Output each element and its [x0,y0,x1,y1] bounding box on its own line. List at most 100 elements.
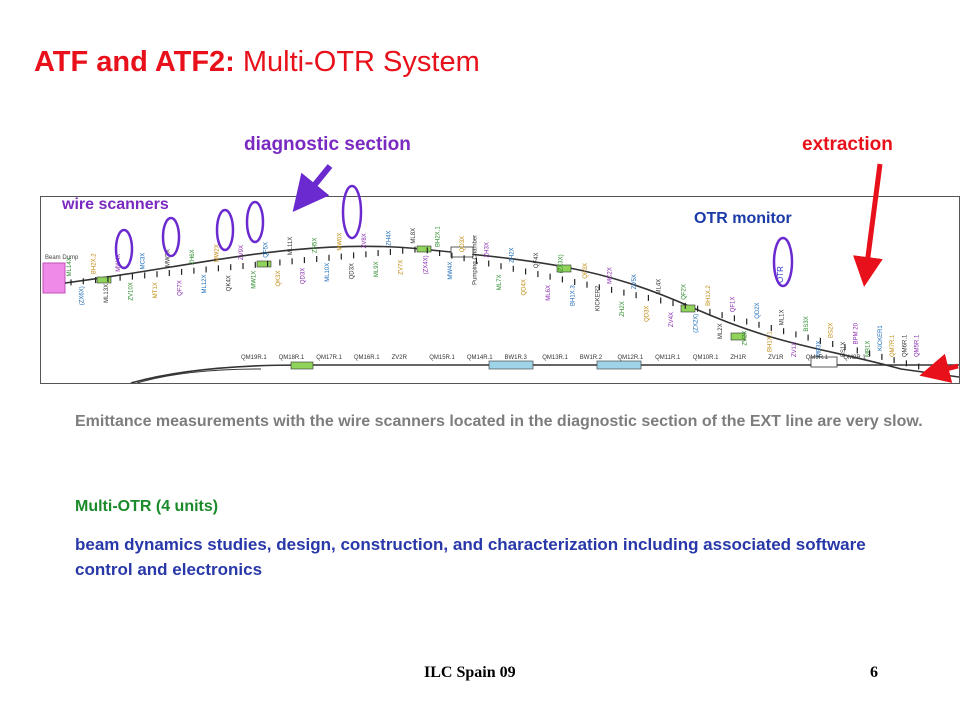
element-tag: QD3X [300,268,306,284]
element-tag: ML10X [325,263,331,282]
element-tag: ZV4X [669,312,675,327]
element-tag: BPM 20 [853,322,859,344]
arrow-diagnostic-icon [292,164,333,212]
element-tag: BH2X.1 [436,226,442,247]
ring-element-tag: QM19R.1 [241,355,267,361]
slide-title: ATF and ATF2: Multi-OTR System [34,46,480,79]
element-tag: ML4X [657,279,663,295]
element-tag: (ZX2X) [694,314,700,333]
bend-magnet [556,264,572,273]
bend-magnet [680,304,696,313]
label-otr-monitor: OTR monitor [694,210,792,227]
element-tag: ML2X [718,323,724,339]
ring-element-tag: BW1R.2 [580,355,603,361]
element-tag: BH1X.1 [767,331,773,352]
element-tag: QD2X [755,302,761,318]
ring-element-tag: QM14R.1 [467,355,493,361]
element-tag: QM5R.1 [915,334,921,357]
element-tag: ML8X [411,228,417,244]
lower-element-tags: QM19R.1 QM18R.1 QM17R.1 QM16R.1 ZV2R QM15R.1 Q… [241,355,866,361]
ring-wiggler [596,360,642,370]
label-wire-scanners: wire scanners [62,196,169,213]
ring-element-tag: QM12R.1 [618,355,644,361]
beam-dynamics-text: beam dynamics studies, design, construct… [75,535,866,579]
element-tag: BH1X.2 [706,285,712,306]
element-tag: MW3X [165,249,171,267]
element-tag: ML7X [497,275,503,291]
ring-element-tag: ZH1R [730,355,746,361]
extraction-beamline [64,245,959,378]
element-tag: QK3X [276,270,282,286]
element-tag: QF3X [583,263,589,279]
ring-element-tag: QM15R.1 [429,355,455,361]
title-bold: ATF and ATF2: [34,46,235,78]
element-tag: (ZX6X) [79,286,85,305]
element-tag: ZV10X [128,282,134,300]
element-tag: ZV1X [792,342,798,357]
ring-element-tag: BW1R.3 [505,355,528,361]
ring-element-tag: ZV2R [392,355,408,361]
element-tag: Pumping Chamber [472,235,478,285]
ring-element-tag: QM8R.1 [843,355,866,361]
ring-element-tag: ZV1R [768,355,784,361]
ring-wiggler [488,360,534,370]
element-tag: ZH2X [620,301,626,316]
beam-dump-label: Beam Dump [45,255,79,261]
element-tag: BS2X [829,323,835,338]
element-tag: ML14X [67,257,73,276]
element-tag: QF5X [264,242,270,258]
ring-element-tag: QM18R.1 [279,355,305,361]
element-tag: KICKER2 [595,285,601,311]
bend-magnet [256,260,272,268]
element-tag: ZH6X [190,249,196,264]
ring-element-tag: QM17R.1 [316,355,342,361]
element-tag: ML6X [546,285,552,301]
element-tag: MW4X [448,262,454,280]
element-tag: ZH4X [386,231,392,246]
bend-magnet [96,276,112,284]
element-tag: QF7X [178,280,184,296]
element-tag: QF4X [534,252,540,268]
element-tag: ML1X [780,310,786,326]
element-tag: BS3X [804,316,810,331]
element-tag: QD3X [460,236,466,252]
ring-element-tag: QM9R.1 [806,355,829,361]
element-tag: MW0X [337,233,343,251]
element-tag: MT1X [153,282,159,298]
element-tag: ZV5X [632,274,638,289]
element-tag: BH2X.2 [92,253,98,274]
element-tag: MC3X [141,253,147,270]
title-rest: Multi-OTR System [234,46,480,78]
element-tag: MW1X [251,271,257,289]
element-tag: (ZX4X) [423,255,429,274]
footer-conference: ILC Spain 09 [424,664,516,681]
element-tag: BH1X.3 [571,285,577,306]
element-tag: QK4X [227,275,233,291]
element-tag: QD3X [644,306,650,322]
element-tag: ZV8X [362,233,368,248]
label-extraction: extraction [802,134,893,155]
ring-element-tag: QM16R.1 [354,355,380,361]
element-tag: ZV2X [743,331,749,346]
element-tag: MC2X [608,267,614,284]
element-tag: QF1X [730,297,736,313]
element-tag: ML13X [104,284,110,303]
pumping-chamber [450,246,474,258]
otr-tag: OTR [776,266,785,283]
ring-magnet [290,361,314,370]
ring-element-tag: QM11R.1 [655,355,681,361]
element-tag: ML9X [374,261,380,277]
element-tag: ZH5X [313,238,319,253]
element-tag: QD4X [522,279,528,295]
element-tag: ZV9X [239,245,245,260]
ring-element-tag: QM10R.1 [693,355,719,361]
element-tag: (ZX3X) [558,254,564,273]
element-tag: QM7R.1 [890,334,896,357]
bend-magnet [416,245,432,253]
element-tag: KICKER1 [878,325,884,351]
beam-dump-block [42,262,66,294]
kicker-box [810,356,838,368]
element-tag: MW2X [214,244,220,262]
